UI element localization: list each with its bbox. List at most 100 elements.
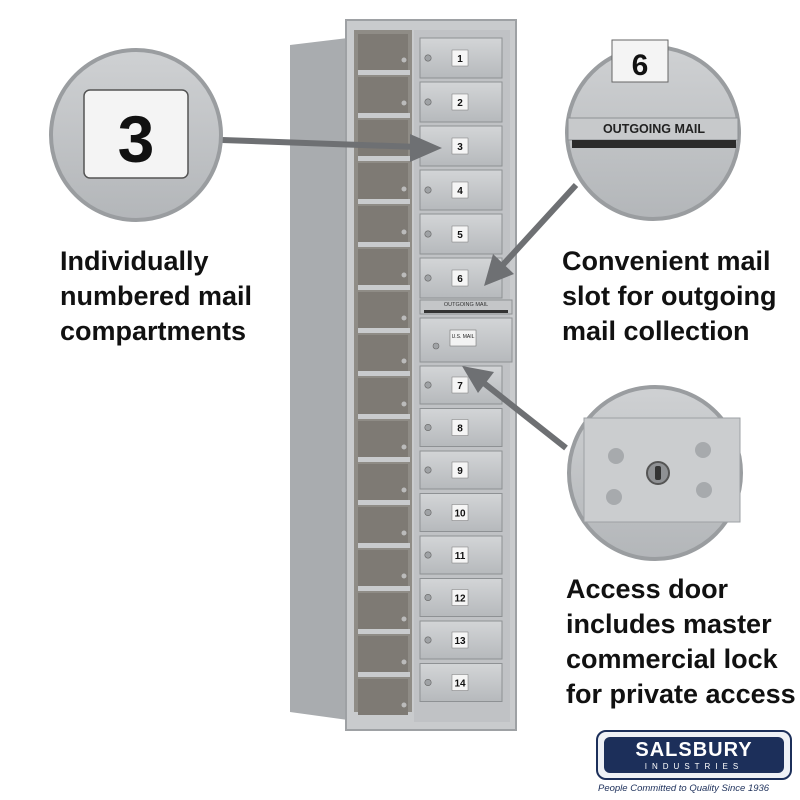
compartment-number: 5 (457, 230, 463, 241)
hinge-icon (401, 444, 407, 450)
compartment-number: 1 (457, 54, 463, 65)
lock-icon (424, 466, 432, 474)
interior-slot (358, 421, 408, 461)
compartment-number: 7 (457, 381, 463, 392)
compartment-door: 14 (419, 663, 503, 702)
lock-icon (424, 423, 432, 431)
interior-shelf (358, 672, 410, 677)
compartment-door: 4 (419, 169, 503, 211)
hinge-icon (401, 702, 407, 708)
access-door: U.S. MAIL (419, 317, 513, 363)
compartment-number: 11 (455, 551, 466, 562)
compartment-door: 10 (419, 493, 503, 532)
compartment-number: 3 (457, 142, 463, 153)
interior-shelf (358, 457, 410, 462)
interior-shelf (358, 156, 410, 161)
compartment-number: 13 (454, 636, 466, 647)
hinge-icon (401, 487, 407, 493)
interior-slot (358, 593, 408, 633)
interior-slot (358, 163, 408, 203)
interior-slot (358, 34, 408, 74)
lock-icon (424, 274, 432, 282)
number-plate (451, 546, 469, 564)
door-panel (419, 535, 503, 575)
number-plate (451, 49, 469, 67)
hinge-icon (401, 659, 407, 665)
interior-shelf (358, 242, 410, 247)
zoom-outgoing-slot: 6 OUTGOING MAIL (565, 39, 741, 221)
caption-numbered: Individually numbered mail compartments (60, 246, 253, 346)
open-front-door (358, 34, 410, 720)
number-plate (451, 674, 469, 691)
zoom-access-lock (567, 385, 743, 561)
zoom-number-label: 3 (118, 102, 155, 176)
interior-shelf (358, 500, 410, 505)
compartment-number: 10 (454, 509, 466, 520)
compartment-number: 6 (457, 274, 463, 285)
caption-outgoing: Convenient mail slot for outgoing mail c… (562, 246, 777, 346)
compartment-door: 2 (419, 81, 503, 123)
hinge-icon (401, 401, 407, 407)
number-plate (451, 419, 469, 436)
number-plate (451, 504, 469, 521)
compartment-door: 13 (419, 620, 503, 660)
salsbury-logo: SALSBURY INDUSTRIES (596, 730, 792, 780)
interior-shelf (358, 715, 410, 720)
compartment-number: 2 (457, 98, 463, 109)
interior-slot (358, 77, 408, 117)
lock-icon (424, 186, 432, 194)
callout-arrows (221, 134, 579, 451)
compartment-number: 9 (457, 466, 463, 477)
interior-shelf (358, 199, 410, 204)
number-plate (451, 225, 469, 243)
number-plate (451, 376, 469, 394)
interior-slot (358, 292, 408, 332)
brand-name: SALSBURY (635, 739, 753, 761)
lock-icon (424, 551, 432, 559)
number-plate (451, 461, 469, 479)
lock-icon (424, 678, 432, 686)
number-plate (451, 589, 469, 606)
interior-shelf (358, 113, 410, 118)
lock-icon (424, 593, 432, 601)
interior-slot (358, 206, 408, 246)
interior-slot (358, 679, 408, 719)
number-plate (451, 93, 469, 111)
number-plate (451, 269, 469, 287)
interior-shelf (358, 328, 410, 333)
compartment-door: 9 (419, 450, 503, 490)
number-plate (451, 631, 469, 649)
hinge-icon (401, 100, 407, 106)
lock-icon (424, 230, 432, 238)
caption-access: Access door includes master commercial l… (566, 574, 796, 709)
brand-sub: INDUSTRIES (644, 762, 744, 771)
compartment-door: 12 (419, 578, 503, 617)
lock-icon (424, 54, 432, 62)
compartment-number: 12 (454, 594, 466, 605)
lock-icon (424, 636, 432, 644)
hinge-icon (401, 229, 407, 235)
access-lock-icon (432, 342, 440, 350)
lock-icon (424, 98, 432, 106)
hinge-icon (401, 272, 407, 278)
compartment-door: 8 (419, 408, 503, 447)
outgoing-slot-label: OUTGOING MAIL (444, 302, 488, 308)
interior-shelf (358, 586, 410, 591)
interior-shelf (358, 414, 410, 419)
interior-shelf (358, 285, 410, 290)
hinge-icon (401, 315, 407, 321)
interior-slot (358, 507, 408, 547)
compartment-door: 5 (419, 213, 503, 255)
interior-shelf (358, 629, 410, 634)
interior-slot (358, 636, 408, 676)
interior-shelf (358, 70, 410, 75)
compartment-number: 8 (457, 424, 463, 435)
interior-shelf (358, 543, 410, 548)
compartment-number: 14 (454, 679, 466, 690)
lock-icon (424, 508, 432, 516)
brand-tagline: People Committed to Quality Since 1936 (598, 783, 770, 794)
hinge-icon (401, 530, 407, 536)
hinge-icon (401, 573, 407, 579)
